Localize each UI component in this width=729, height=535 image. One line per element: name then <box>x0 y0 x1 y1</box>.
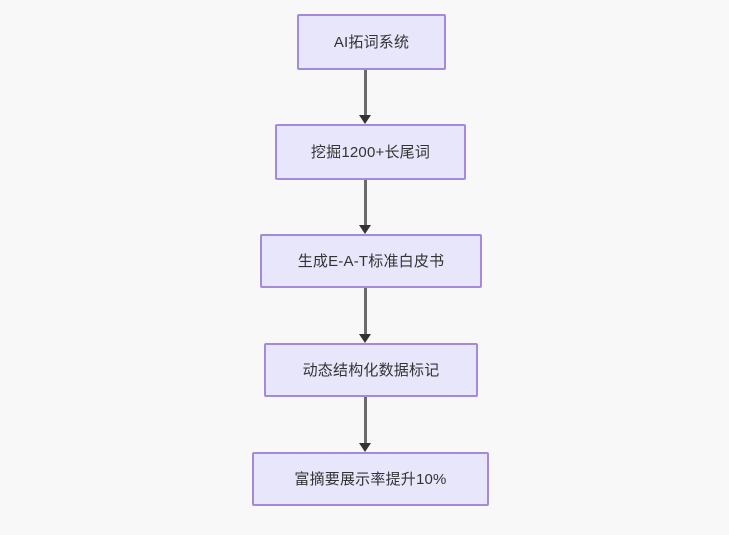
connector-line <box>364 70 367 115</box>
connector-node-3-to-node-4 <box>359 288 372 343</box>
connector-node-1-to-node-2 <box>359 70 372 124</box>
connector-line <box>364 397 367 443</box>
flow-node-ai-keyword-system[interactable]: AI拓词系统 <box>297 14 446 70</box>
flow-node-label: AI拓词系统 <box>333 33 410 51</box>
arrowhead-icon <box>359 334 371 343</box>
flow-node-mine-longtail-keywords[interactable]: 挖掘1200+长尾词 <box>275 124 466 180</box>
arrowhead-icon <box>359 225 371 234</box>
flow-node-dynamic-structured-data-markup[interactable]: 动态结构化数据标记 <box>264 343 478 397</box>
connector-node-4-to-node-5 <box>359 397 372 452</box>
flow-node-generate-eat-whitepaper[interactable]: 生成E-A-T标准白皮书 <box>260 234 482 288</box>
arrowhead-icon <box>359 443 371 452</box>
flow-node-label: 动态结构化数据标记 <box>302 361 440 379</box>
flow-node-label: 挖掘1200+长尾词 <box>310 143 431 161</box>
connector-line <box>364 288 367 334</box>
flow-node-rich-snippet-rate-increase[interactable]: 富摘要展示率提升10% <box>252 452 489 506</box>
connector-line <box>364 180 367 225</box>
connector-node-2-to-node-3 <box>359 180 372 234</box>
flow-node-label: 生成E-A-T标准白皮书 <box>297 252 445 270</box>
arrowhead-icon <box>359 115 371 124</box>
flow-node-label: 富摘要展示率提升10% <box>294 470 447 488</box>
